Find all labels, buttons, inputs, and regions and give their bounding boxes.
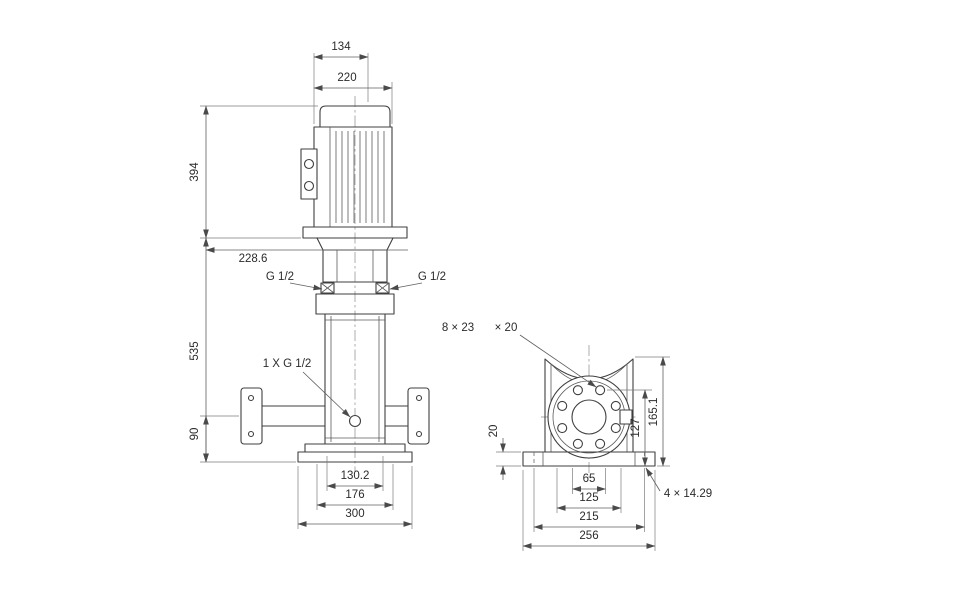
bolt-hole xyxy=(595,385,606,396)
bolt-hole xyxy=(610,400,621,411)
label-g12-left: G 1/2 xyxy=(266,271,294,283)
terminal-box xyxy=(300,148,318,200)
dim-65: 65 xyxy=(583,473,596,485)
bolt-hole xyxy=(415,430,423,438)
bolt-hole xyxy=(572,438,583,449)
drain-plug xyxy=(348,414,362,428)
label-slot-b: × 20 xyxy=(495,322,518,334)
bolt-hole xyxy=(557,423,568,434)
leader-holes xyxy=(645,467,661,492)
front-view: 134 220 394 228.6 G 1/2 G 1/2 535 90 1 X… xyxy=(189,41,446,529)
dim-20: 20 xyxy=(488,425,500,438)
flange-bore xyxy=(571,399,607,435)
side-boss xyxy=(619,409,633,425)
dim-90: 90 xyxy=(189,428,201,441)
dim-165-1: 165.1 xyxy=(648,398,660,427)
side-view: 8 × 23 × 20 127 165.1 20 65 125 215 2 xyxy=(442,322,712,551)
cable-gland xyxy=(303,180,315,192)
bolt-hole xyxy=(415,394,423,402)
dim-176: 176 xyxy=(345,489,364,501)
dim-220: 220 xyxy=(337,72,356,84)
dim-127: 127 xyxy=(630,418,642,437)
flange-outer xyxy=(547,375,631,459)
dim-228-6: 228.6 xyxy=(239,253,268,265)
flange-disc xyxy=(407,387,430,445)
dim-535: 535 xyxy=(189,341,201,360)
bolt-hole xyxy=(247,394,255,402)
leader-g12-left xyxy=(289,282,323,291)
label-drain: 1 X G 1/2 xyxy=(263,358,312,370)
motor-flange xyxy=(302,226,408,239)
bolt-hole xyxy=(247,430,255,438)
dim-130-2: 130.2 xyxy=(341,470,370,482)
bolt-hole xyxy=(557,400,568,411)
flange-face xyxy=(547,375,633,459)
dim-300: 300 xyxy=(345,508,364,520)
cable-gland xyxy=(303,158,315,170)
motor xyxy=(300,105,408,239)
motor-body xyxy=(313,126,393,228)
dim-394: 394 xyxy=(189,162,201,182)
dim-256: 256 xyxy=(579,530,598,542)
bolt-hole xyxy=(610,423,621,434)
fan-cover xyxy=(319,105,391,128)
leader-g12-right xyxy=(389,282,423,291)
bolt-hole xyxy=(572,385,583,396)
leader-slot xyxy=(519,334,597,388)
dim-134: 134 xyxy=(331,41,351,53)
label-holes: 4 × 14.29 xyxy=(664,488,712,500)
pump-base xyxy=(297,443,413,463)
leader-drain xyxy=(302,371,351,418)
dim-125: 125 xyxy=(579,492,598,504)
label-slot-a: 8 × 23 xyxy=(442,322,474,334)
suction-flange-left xyxy=(240,387,326,445)
bolt-hole xyxy=(595,438,606,449)
discharge-flange-right xyxy=(384,387,430,445)
dim-215: 215 xyxy=(579,511,598,523)
label-g12-right: G 1/2 xyxy=(418,271,446,283)
flange-disc xyxy=(240,387,263,445)
